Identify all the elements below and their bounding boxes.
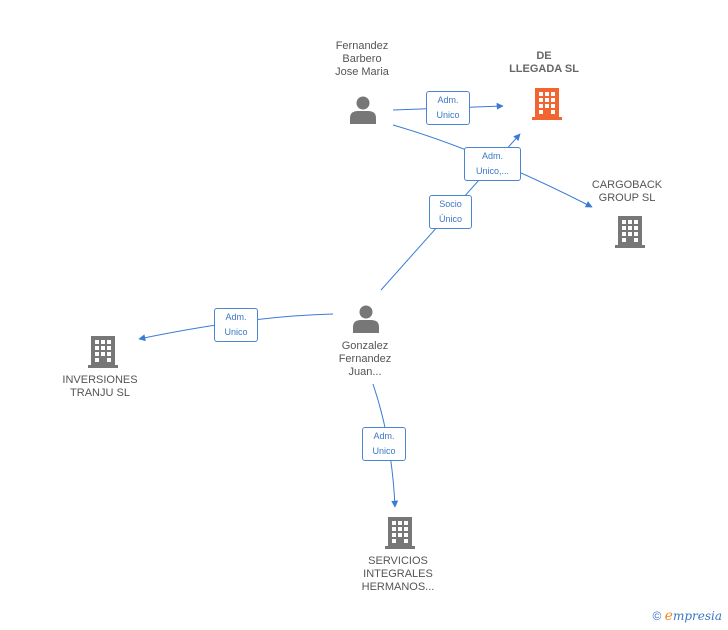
building-icon[interactable] (530, 86, 564, 120)
node-label-inversiones-tranju[interactable]: INVERSIONES TRANJU SL (62, 374, 138, 399)
person-icon[interactable] (351, 303, 381, 333)
edge-label-fb-dellegada[interactable]: Adm. Unico (426, 91, 470, 125)
copyright-symbol: © (652, 609, 662, 623)
building-icon[interactable] (613, 214, 647, 248)
node-label-cargoback[interactable]: CARGOBACK GROUP SL (591, 179, 663, 204)
node-label-fernandez-barbero[interactable]: Fernandez Barbero Jose Maria (335, 40, 389, 78)
node-label-de-llegada[interactable]: DE LLEGADA SL (509, 50, 579, 75)
brand-name: mpresia (672, 609, 722, 623)
edge-label-gf-inversiones[interactable]: Adm. Unico (214, 308, 258, 342)
edge-label-gf-dellegada[interactable]: Socio Único (429, 195, 472, 229)
building-icon[interactable] (383, 515, 417, 549)
edge-label-gf-servicios[interactable]: Adm. Unico (362, 427, 406, 461)
node-label-servicios-integrales[interactable]: SERVICIOS INTEGRALES HERMANOS... (361, 555, 435, 593)
node-label-gonzalez-fernandez[interactable]: Gonzalez Fernandez Juan... (338, 340, 392, 378)
empresia-watermark: © empresia (652, 608, 722, 624)
edge-label-fb-cargoback[interactable]: Adm. Unico,... (464, 147, 521, 181)
person-icon[interactable] (348, 94, 378, 124)
brand-initial: e (664, 608, 673, 624)
building-icon[interactable] (86, 334, 120, 368)
